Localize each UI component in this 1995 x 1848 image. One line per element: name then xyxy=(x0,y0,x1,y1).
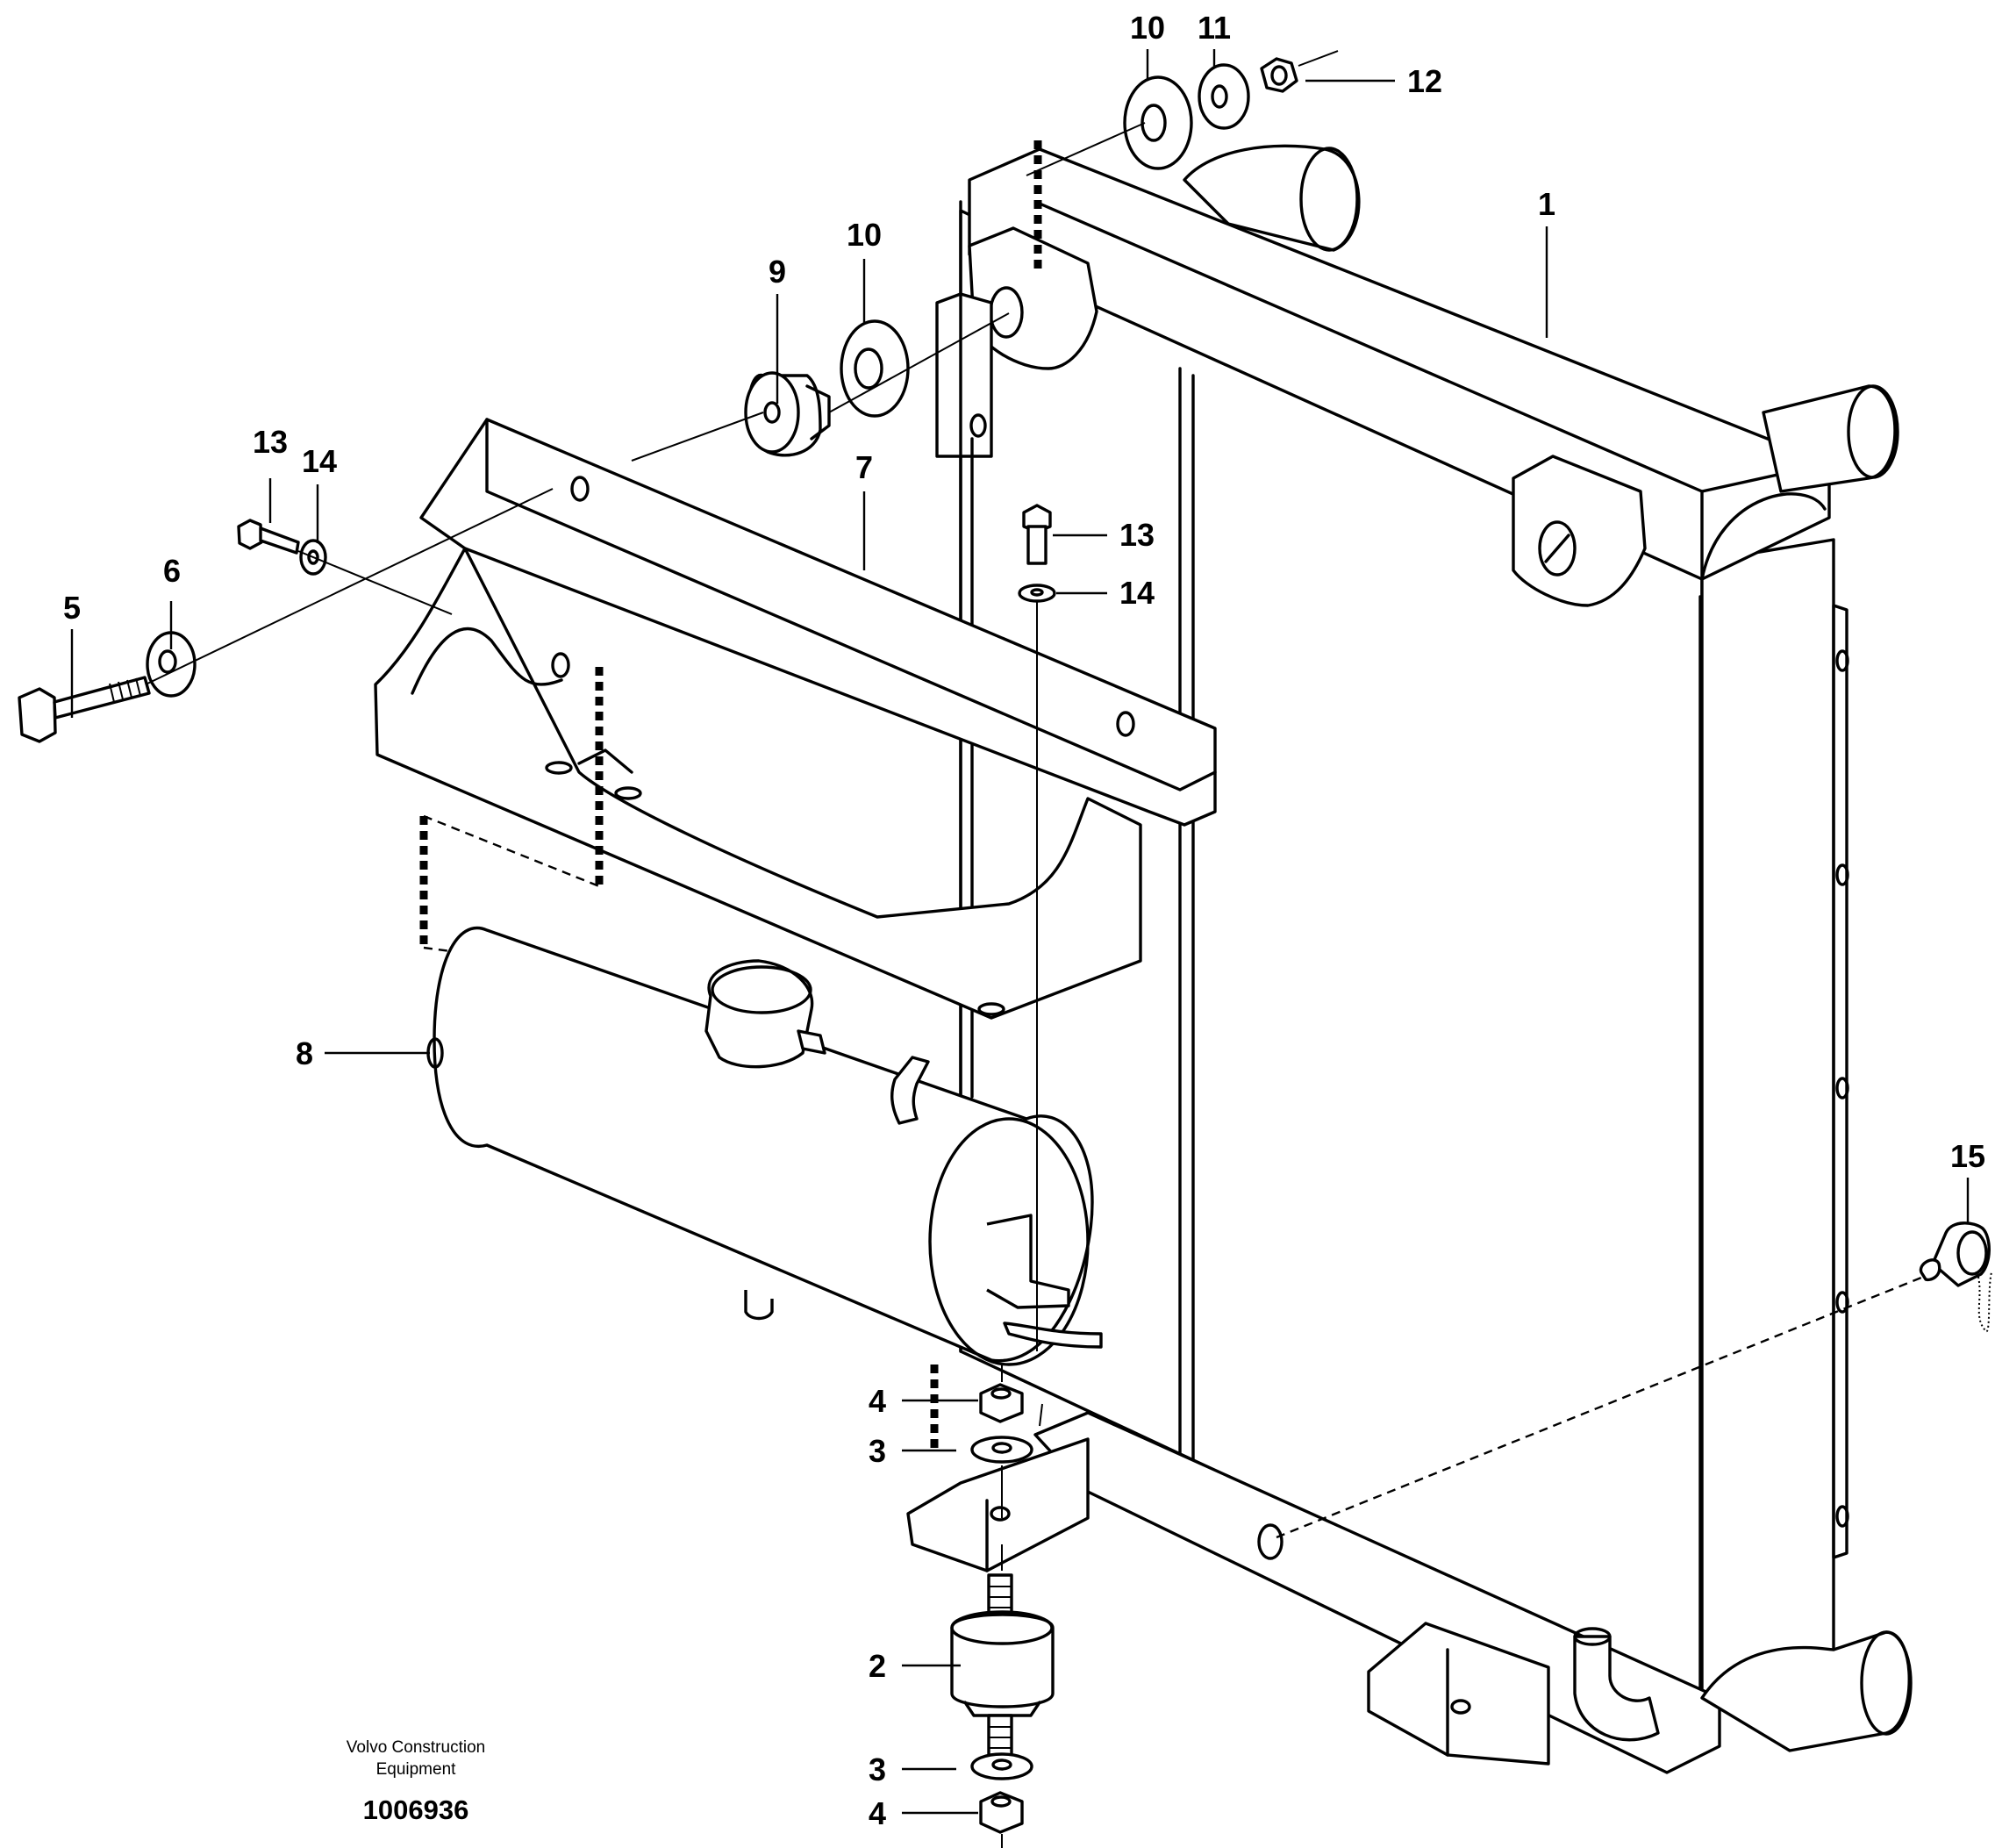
washer-lower xyxy=(970,1752,1033,1780)
credit-line-2: Equipment xyxy=(376,1760,457,1779)
expansion-tank xyxy=(426,927,1103,1366)
callout-3-upper: 3 xyxy=(869,1433,886,1469)
callout-1: 1 xyxy=(1538,186,1555,222)
radiator-side-tank xyxy=(1700,538,1835,1700)
callout-13-left: 13 xyxy=(253,424,288,460)
vent-pipe xyxy=(890,1056,930,1125)
callout-3-lower: 3 xyxy=(869,1751,886,1787)
screw-right xyxy=(1022,504,1052,565)
radiator xyxy=(906,144,1913,1774)
callout-5: 5 xyxy=(63,590,81,626)
callout-6: 6 xyxy=(163,553,181,589)
callout-15: 15 xyxy=(1950,1138,1985,1174)
left-mounting-foot xyxy=(906,1437,1090,1572)
washer-upper xyxy=(970,1436,1033,1464)
callout-14-left: 14 xyxy=(302,443,337,479)
callout-10-lower: 10 xyxy=(847,217,882,253)
callout-2: 2 xyxy=(869,1648,886,1684)
callout-7: 7 xyxy=(855,449,873,485)
drain-elbow xyxy=(1573,1635,1660,1742)
right-mounting-foot xyxy=(1367,1622,1550,1766)
nut-upper xyxy=(979,1383,1024,1423)
washer-6 xyxy=(146,631,197,698)
bolt-head xyxy=(18,687,57,743)
rubber-mount xyxy=(950,1573,1055,1761)
bracket-cradle xyxy=(374,547,1142,1020)
nut-12 xyxy=(1260,57,1298,93)
callout-13-right: 13 xyxy=(1119,517,1155,553)
washer-10-lower xyxy=(840,319,910,418)
screw-left xyxy=(237,519,300,555)
nut-lower xyxy=(979,1791,1024,1834)
bracket-top-flange xyxy=(419,418,1217,827)
drawing-footer: Volvo Construction Equipment 1006936 xyxy=(347,1738,485,1825)
bottom-outlet xyxy=(744,1290,774,1321)
callout-10-upper: 10 xyxy=(1130,10,1165,46)
callout-11: 11 xyxy=(1198,10,1231,46)
mount-rubber-body xyxy=(950,1613,1055,1708)
document-number: 1006936 xyxy=(363,1794,469,1825)
washer-right xyxy=(1018,584,1056,603)
callout-14-right: 14 xyxy=(1119,575,1155,611)
washer-11 xyxy=(1198,63,1250,130)
rubber-grommet xyxy=(744,371,831,457)
credit-line-1: Volvo Construction xyxy=(347,1738,485,1757)
bolt-m12 xyxy=(18,676,151,743)
top-outlet-pipe xyxy=(1762,384,1897,493)
washer-10-upper xyxy=(1123,75,1193,170)
callout-12: 12 xyxy=(1407,63,1442,99)
leader-lines xyxy=(70,49,1970,1815)
callout-9: 9 xyxy=(769,254,786,290)
expansion-tank-bracket xyxy=(374,418,1217,1020)
callout-labels: 1 2 3 3 4 4 5 6 7 8 9 10 10 11 12 13 13 … xyxy=(63,10,1985,1831)
callout-4-lower: 4 xyxy=(869,1795,886,1831)
bolt-shank xyxy=(53,676,151,720)
callout-4-upper: 4 xyxy=(869,1383,886,1419)
quick-coupling xyxy=(1919,1221,1992,1333)
callout-8: 8 xyxy=(296,1035,313,1071)
